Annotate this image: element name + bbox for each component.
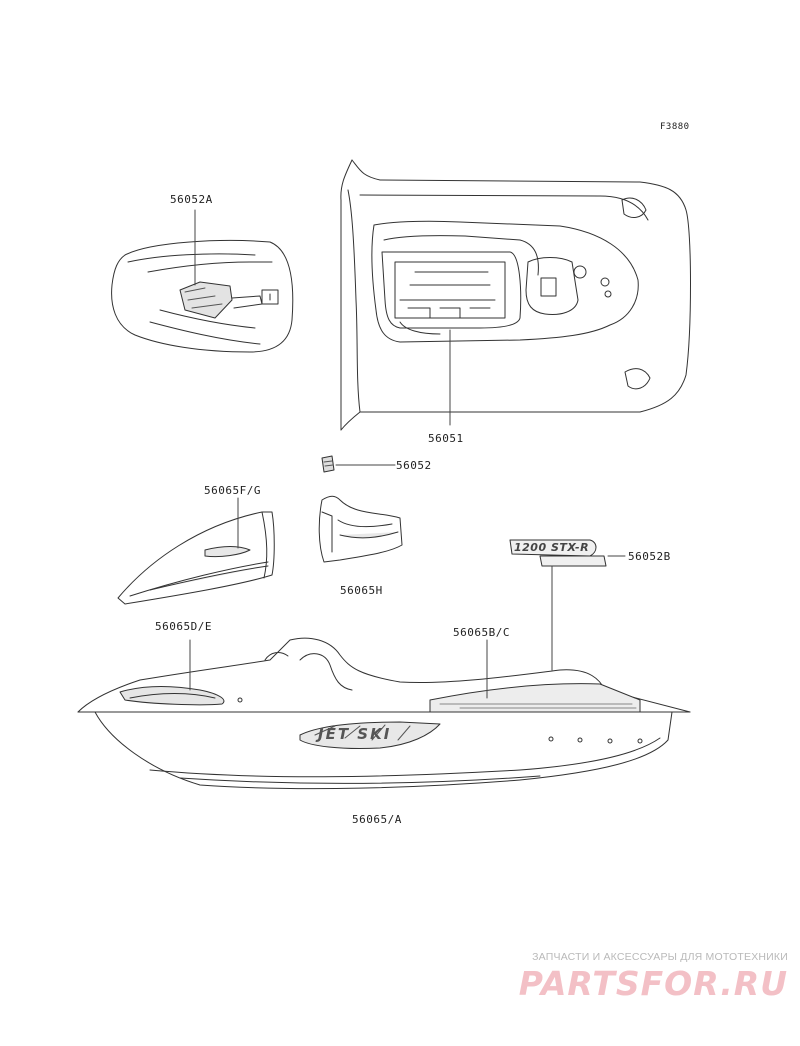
watermark-tagline: ЗАПЧАСТИ И АКСЕССУАРЫ ДЛЯ МОТОТЕХНИКИ bbox=[532, 951, 788, 963]
callout-56052: 56052 bbox=[396, 459, 432, 472]
callout-56065h: 56065H bbox=[340, 584, 383, 597]
side-panel-h-view bbox=[318, 495, 403, 563]
figure-code: F3880 bbox=[660, 122, 690, 132]
hood-view bbox=[111, 209, 294, 353]
callout-56052a: 56052A bbox=[170, 193, 213, 206]
hull-side-view bbox=[77, 637, 691, 790]
callout-56065fg: 56065F/G bbox=[204, 484, 261, 497]
callout-56065a: 56065/A bbox=[352, 813, 402, 826]
side-panel-fg-view bbox=[117, 497, 275, 605]
callout-56052b: 56052B bbox=[628, 550, 671, 563]
jetski-decal-text: JET SKI bbox=[318, 725, 392, 743]
model-decal-view bbox=[509, 539, 626, 671]
model-decal-text: 1200 STX-R bbox=[514, 541, 590, 554]
top-deck-view bbox=[340, 159, 691, 431]
callout-56065de: 56065D/E bbox=[155, 620, 212, 633]
small-decal-view bbox=[321, 455, 396, 473]
callout-56065bc: 56065B/C bbox=[453, 626, 510, 639]
watermark-logo: PARTSFOR.RU bbox=[518, 964, 788, 1003]
callout-56051: 56051 bbox=[428, 432, 464, 445]
